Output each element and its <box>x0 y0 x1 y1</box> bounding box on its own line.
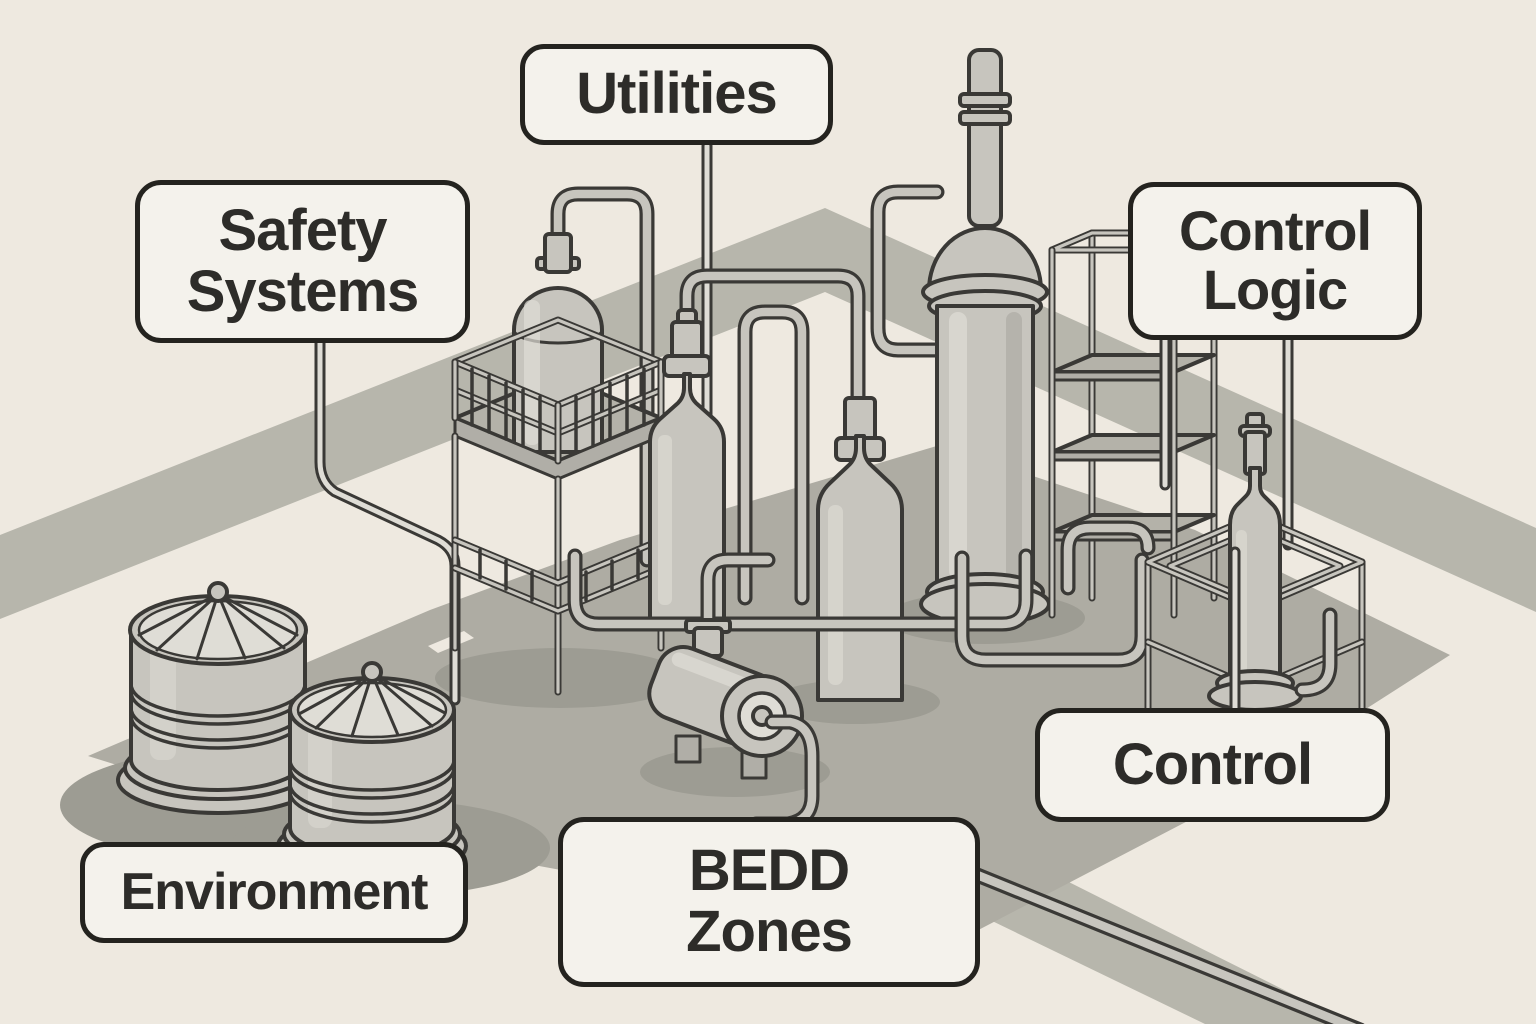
sign-utilities-line1: Utilities <box>576 61 777 127</box>
sign-bedd-zones: BEDD Zones <box>558 817 980 987</box>
sign-safety-systems: Safety Systems <box>135 180 470 343</box>
lane-dash <box>250 531 294 552</box>
pump <box>647 560 812 862</box>
scaffold-slats <box>470 367 646 455</box>
sign-safety-systems-line1: Safety <box>218 197 387 263</box>
sign-environment: Environment <box>80 842 468 943</box>
scaffold-lower-slats <box>478 548 640 602</box>
sign-utilities: Utilities <box>520 44 833 145</box>
scaffold-railings <box>451 316 665 465</box>
sign-safety-systems-line2: Systems <box>186 258 420 324</box>
sign-control: Control <box>1035 708 1390 822</box>
sign-control-logic-line1: Control <box>1178 199 1372 263</box>
tank-cone-spokes <box>137 592 299 661</box>
platform-table <box>1144 412 1366 760</box>
sign-bedd-zones-line1: BEDD <box>688 838 850 904</box>
sign-bedd-zones-line2: Zones <box>686 899 853 964</box>
vessel-bottle-small <box>648 308 726 622</box>
sign-control-line1: Control <box>1112 731 1313 797</box>
tank-cone-spokes <box>297 672 447 738</box>
storage-tank-1 <box>116 581 320 815</box>
sign-environment-line1: Environment <box>120 863 429 922</box>
sign-control-logic: Control Logic <box>1128 182 1422 340</box>
vessel-bottle-large <box>816 396 904 702</box>
sign-control-logic-line2: Logic <box>1202 258 1348 321</box>
lane-dash <box>352 597 398 619</box>
road-upper <box>0 208 1536 619</box>
distillation-column <box>919 48 1051 626</box>
